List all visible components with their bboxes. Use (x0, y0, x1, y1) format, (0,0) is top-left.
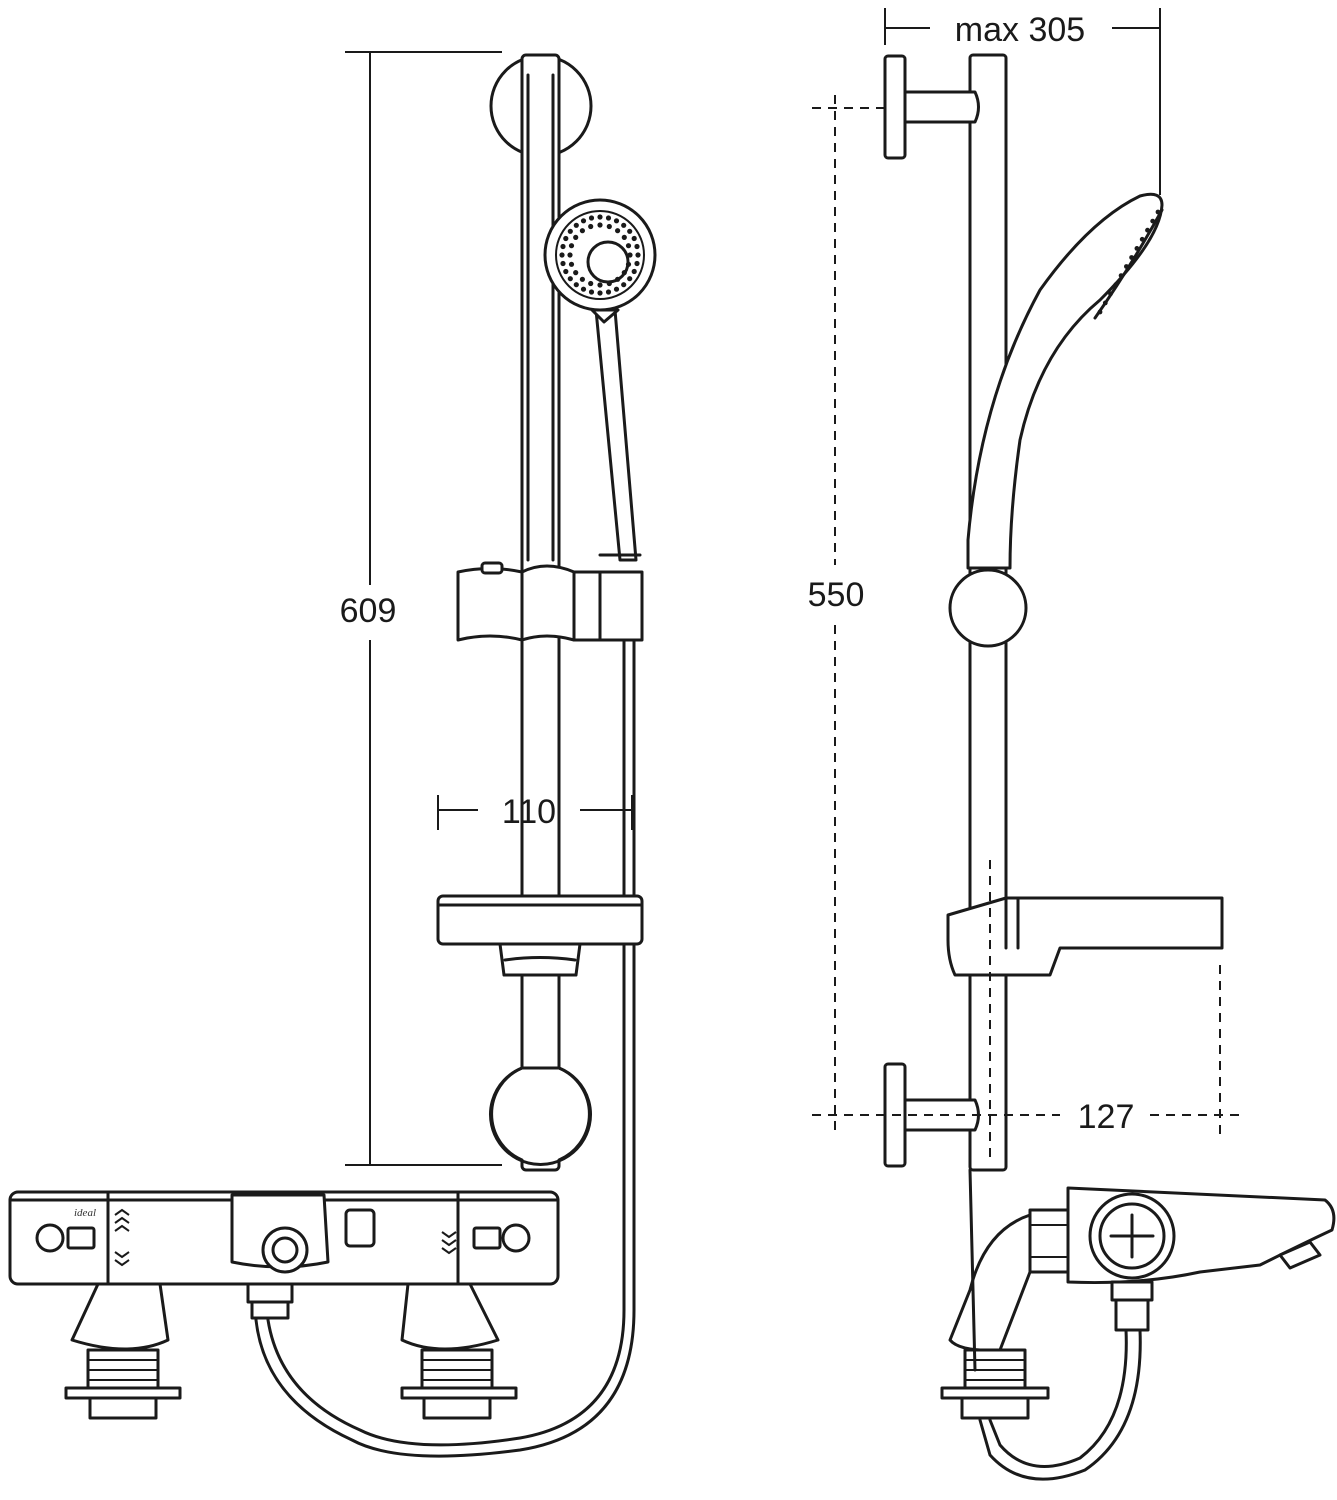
dimension-609-label: 609 (340, 592, 397, 630)
dimension-110: 110 (437, 793, 633, 831)
front-view: 609 (8, 51, 657, 1458)
dimension-127-label: 127 (1078, 1098, 1135, 1136)
temperature-scale-icon (114, 1208, 130, 1267)
shower-hose (253, 638, 636, 1458)
dimension-110-label: 110 (502, 793, 556, 831)
dimension-550-label: 550 (808, 576, 865, 614)
bar-valve: ideal (8, 1190, 560, 1286)
side-inlet (940, 1348, 1050, 1420)
bottom-wall-bracket (489, 1066, 592, 1166)
dimension-550: 550 (808, 95, 900, 1135)
logo-text: ideal (74, 1207, 96, 1219)
side-hose (968, 1168, 1154, 1481)
side-soap-dish (946, 860, 1224, 1160)
hand-shower-head (543, 198, 657, 562)
side-hand-shower (966, 192, 1164, 570)
nozzle-pattern (559, 214, 641, 296)
flow-scale-icon (441, 1231, 457, 1255)
side-view: max 305 550 (808, 8, 1336, 1481)
hose-outlet (246, 1282, 294, 1320)
dimension-max-305-label: max 305 (955, 11, 1085, 49)
right-inlet-leg (400, 1282, 518, 1420)
side-nozzle-row (1097, 209, 1161, 315)
slider-bracket (456, 561, 644, 642)
left-inlet-leg (64, 1282, 182, 1420)
side-top-bracket (883, 54, 980, 160)
soap-dish (436, 894, 644, 977)
side-bar-valve (948, 1186, 1336, 1352)
side-slider-knob (948, 568, 1028, 648)
dimension-609: 609 (340, 51, 502, 1166)
dimension-max-305: max 305 (884, 8, 1161, 195)
dimension-127: 127 (812, 965, 1245, 1136)
